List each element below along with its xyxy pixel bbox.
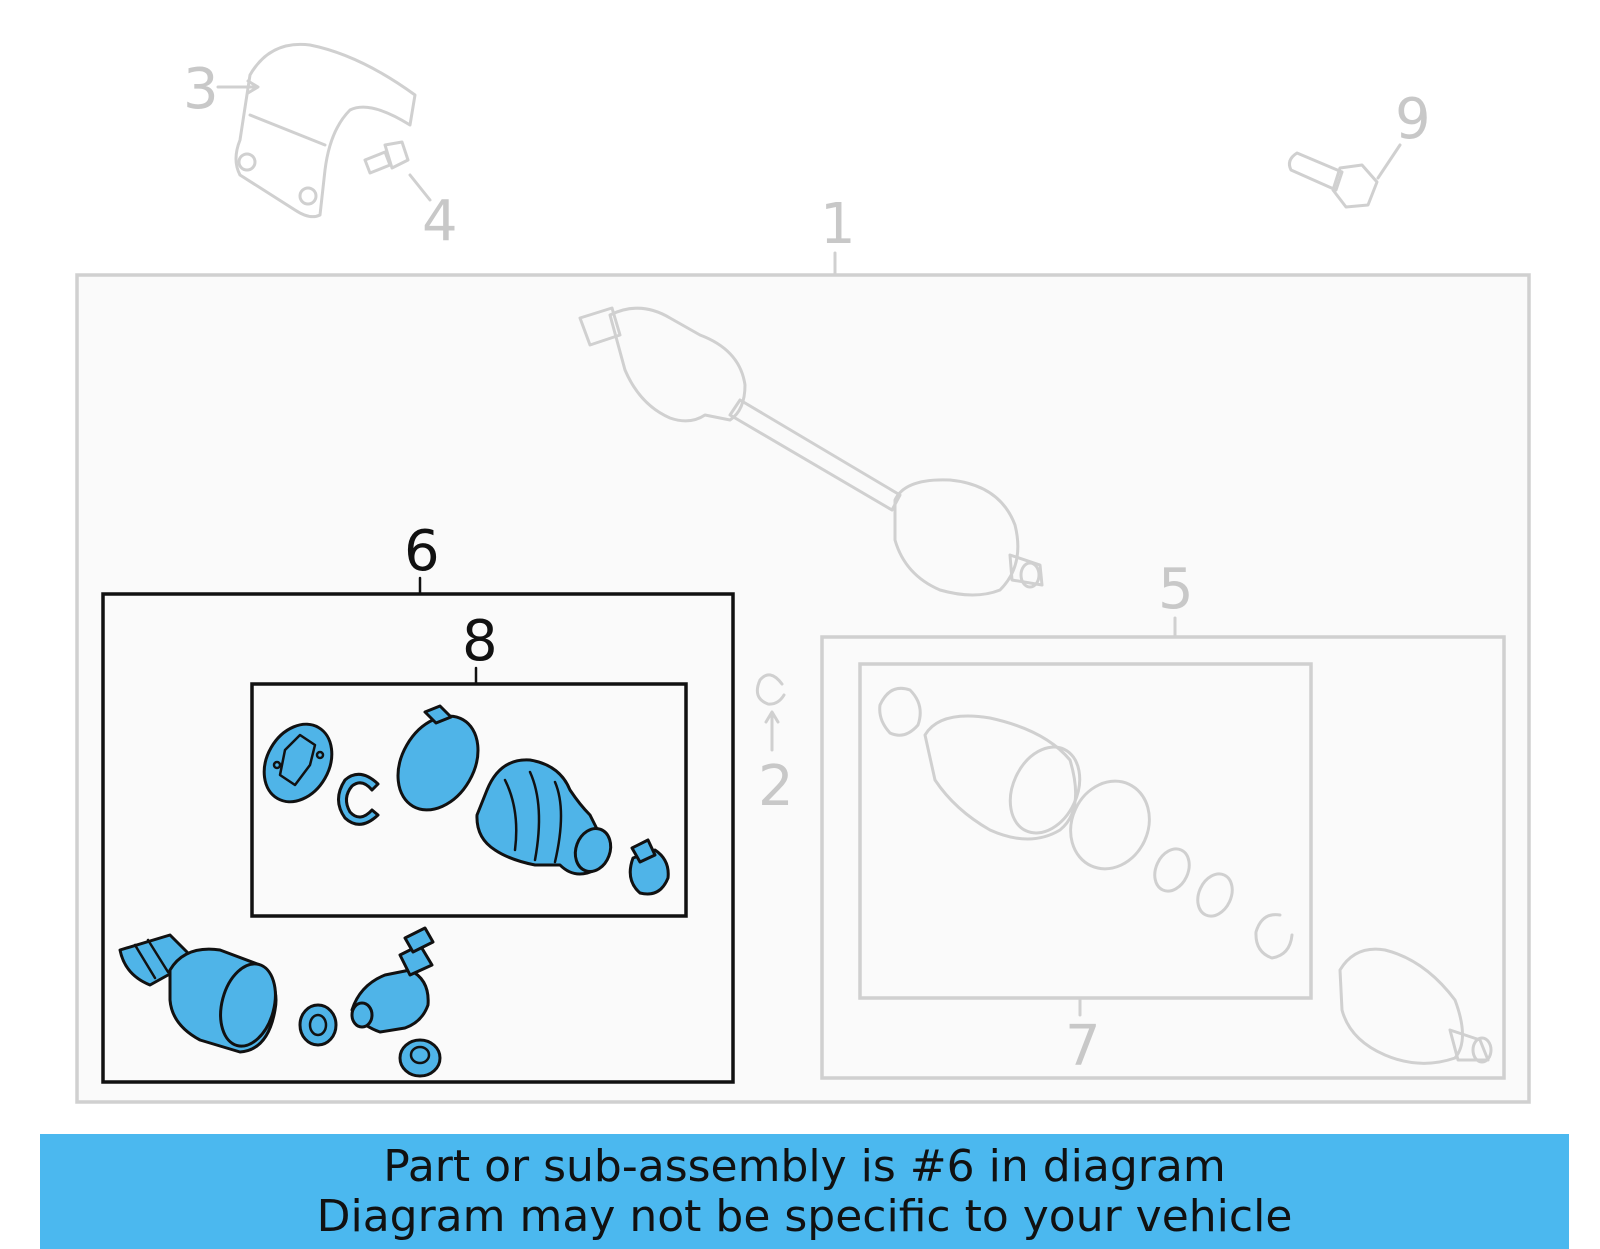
- part-5-outer-joint[interactable]: [1338, 947, 1493, 1065]
- callout-1: 1: [820, 192, 856, 257]
- callout-9-arrow: [1376, 143, 1402, 180]
- part-2-snap-ring[interactable]: [755, 673, 786, 706]
- part-3-heat-shield[interactable]: [234, 42, 417, 219]
- part-9-bolt[interactable]: [1288, 151, 1379, 209]
- callout-4-arrow: [408, 173, 432, 202]
- callout-3: 3: [183, 57, 219, 122]
- part-4-bolt[interactable]: [363, 140, 410, 175]
- assembly-7-frame: [858, 662, 1313, 1000]
- part-1-drive-shaft[interactable]: [578, 306, 1044, 597]
- info-banner: Part or sub-assembly is #6 in diagram Di…: [40, 1134, 1569, 1249]
- callout-9: 9: [1395, 87, 1431, 152]
- callout-8: 8: [462, 609, 498, 674]
- callout-7: 7: [1065, 1014, 1101, 1079]
- banner-line-2: Diagram may not be specific to your vehi…: [316, 1190, 1293, 1242]
- part-7-boot-kit[interactable]: [878, 686, 1294, 960]
- banner-line-1: Part or sub-assembly is #6 in diagram: [383, 1140, 1226, 1192]
- callout-2: 2: [758, 754, 794, 819]
- part-6-inner-joint[interactable]: [118, 926, 442, 1078]
- callout-6: 6: [404, 519, 440, 584]
- callout-5: 5: [1158, 557, 1194, 622]
- callout-4: 4: [422, 189, 458, 254]
- part-8-boot-kit[interactable]: [251, 702, 670, 896]
- assembly-5-frame: [820, 635, 1506, 1080]
- assembly-8-frame: [250, 682, 688, 918]
